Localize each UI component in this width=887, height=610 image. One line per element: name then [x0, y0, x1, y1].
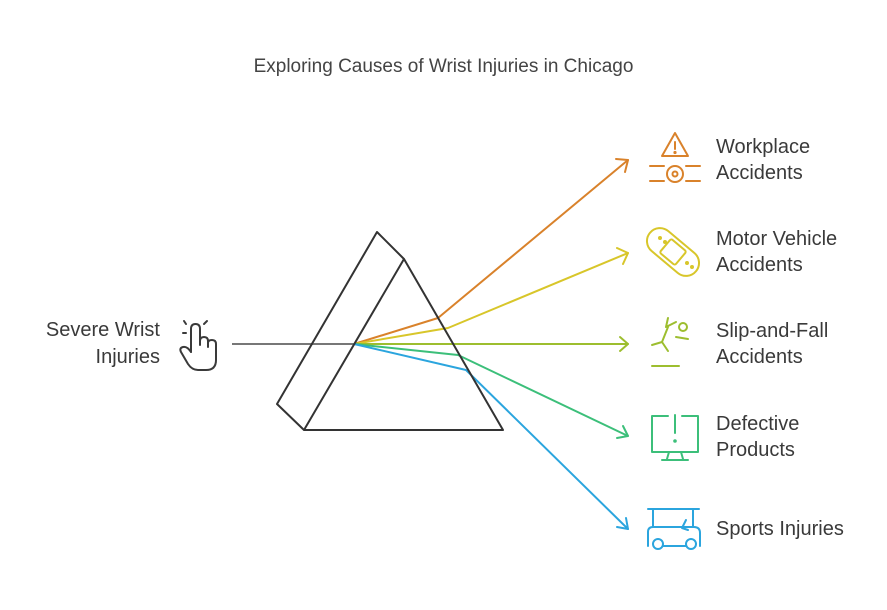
monitor-alert-icon — [651, 414, 699, 461]
output-label-sports-injuries: Sports Injuries — [716, 516, 844, 542]
output-label-line1: Motor Vehicle — [716, 228, 838, 250]
output-label-defective-products: Defective Products — [716, 411, 799, 463]
arrowhead-slip-and-fall-accidents — [619, 336, 629, 352]
source-label: Severe Wrist Injuries — [46, 317, 160, 371]
output-label-line1: Slip-and-Fall — [716, 320, 829, 342]
ray-defective-products — [353, 343, 629, 437]
output-label-line1: Workplace — [716, 136, 811, 158]
warning-hazard-icon — [649, 132, 701, 183]
arrowhead-defective-products — [616, 425, 629, 439]
diagram-title: Exploring Causes of Wrist Injuries in Ch… — [253, 56, 634, 77]
ray-sports-injuries — [353, 343, 629, 530]
arrowhead-motor-vehicle-accidents — [616, 247, 629, 265]
output-label-line2: Products — [716, 439, 795, 461]
ray-workplace-accidents — [353, 159, 629, 345]
output-label-motor-vehicle-accidents: Motor Vehicle Accidents — [716, 226, 837, 278]
hand-pointer-icon — [179, 320, 217, 371]
prism — [276, 231, 504, 431]
output-label-line2: Accidents — [716, 346, 803, 368]
output-label-workplace-accidents: Workplace Accidents — [716, 134, 810, 186]
output-label-line1: Sports Injuries — [716, 518, 844, 540]
bandage-icon — [645, 227, 701, 277]
falling-person-icon — [651, 317, 689, 367]
output-label-slip-and-fall-accidents: Slip-and-Fall Accidents — [716, 318, 828, 370]
arrowhead-workplace-accidents — [615, 158, 629, 173]
output-label-line2: Accidents — [716, 162, 803, 184]
golf-cart-icon — [647, 508, 701, 550]
source-label-line1: Severe Wrist — [45, 319, 160, 341]
output-label-line1: Defective — [716, 413, 800, 435]
arrowhead-sports-injuries — [616, 517, 629, 530]
ray-motor-vehicle-accidents — [353, 252, 629, 345]
output-label-line2: Accidents — [716, 254, 803, 276]
source-label-line2: Injuries — [95, 346, 160, 368]
